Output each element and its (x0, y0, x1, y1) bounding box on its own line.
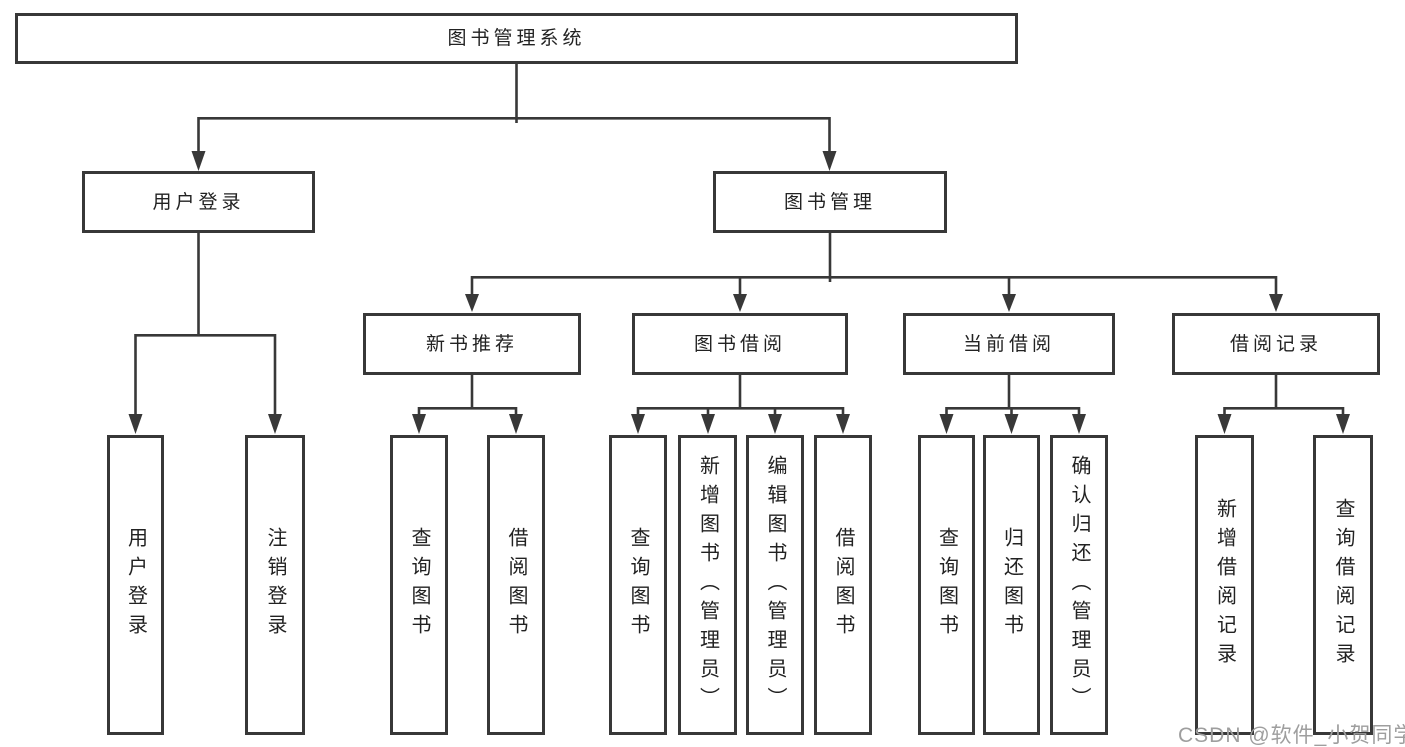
arrowheads (128, 151, 1350, 434)
node-leaf-user-login: 用户登录 (107, 435, 164, 735)
node-leaf-borrow-book-1-label: 借阅图书 (505, 527, 527, 643)
node-leaf-query-book-1: 查询图书 (390, 435, 448, 735)
node-book-borrow-label: 图书借阅 (693, 333, 786, 355)
node-leaf-query-book-3: 查询图书 (918, 435, 975, 735)
node-leaf-borrow-book-2: 借阅图书 (814, 435, 872, 735)
node-leaf-query-borrow-record: 查询借阅记录 (1313, 435, 1373, 735)
node-leaf-add-borrow-record-label: 新增借阅记录 (1213, 498, 1236, 672)
csdn-watermark: CSDN @软件_小贺同学 (1178, 724, 1405, 747)
node-new-book-recommend-label: 新书推荐 (425, 333, 518, 355)
node-leaf-query-book-1-label: 查询图书 (408, 527, 430, 643)
node-book-management: 图书管理 (713, 171, 947, 233)
node-current-borrow-label: 当前借阅 (962, 333, 1055, 355)
node-leaf-query-book-3-label: 查询图书 (935, 527, 958, 643)
node-leaf-query-book-2-label: 查询图书 (627, 527, 649, 643)
node-user-login-label: 用户登录 (152, 191, 245, 213)
node-user-login: 用户登录 (82, 171, 315, 233)
node-book-borrow: 图书借阅 (632, 313, 848, 375)
node-leaf-logout: 注销登录 (245, 435, 305, 735)
node-leaf-logout-label: 注销登录 (264, 527, 286, 643)
node-root: 图书管理系统 (15, 13, 1018, 64)
node-leaf-add-book-admin: 新增图书（管理员） (678, 435, 737, 735)
node-leaf-add-book-admin-label: 新增图书（管理员） (696, 454, 719, 716)
node-leaf-user-login-label: 用户登录 (124, 527, 147, 643)
node-new-book-recommend: 新书推荐 (363, 313, 581, 375)
node-leaf-query-book-2: 查询图书 (609, 435, 667, 735)
node-leaf-return-book: 归还图书 (983, 435, 1040, 735)
node-leaf-borrow-book-2-label: 借阅图书 (832, 527, 854, 643)
node-leaf-edit-book-admin-label: 编辑图书（管理员） (764, 454, 786, 716)
node-book-management-label: 图书管理 (783, 191, 876, 213)
node-leaf-return-book-label: 归还图书 (1000, 527, 1023, 643)
node-current-borrow: 当前借阅 (903, 313, 1115, 375)
node-leaf-confirm-return-admin: 确认归还（管理员） (1050, 435, 1108, 735)
node-leaf-confirm-return-admin-label: 确认归还（管理员） (1068, 454, 1090, 716)
node-root-label: 图书管理系统 (447, 28, 586, 49)
node-leaf-edit-book-admin: 编辑图书（管理员） (746, 435, 804, 735)
node-leaf-add-borrow-record: 新增借阅记录 (1195, 435, 1254, 735)
node-leaf-borrow-book-1: 借阅图书 (487, 435, 545, 735)
node-borrow-record: 借阅记录 (1172, 313, 1380, 375)
node-leaf-query-borrow-record-label: 查询借阅记录 (1332, 498, 1354, 672)
node-borrow-record-label: 借阅记录 (1229, 333, 1322, 355)
